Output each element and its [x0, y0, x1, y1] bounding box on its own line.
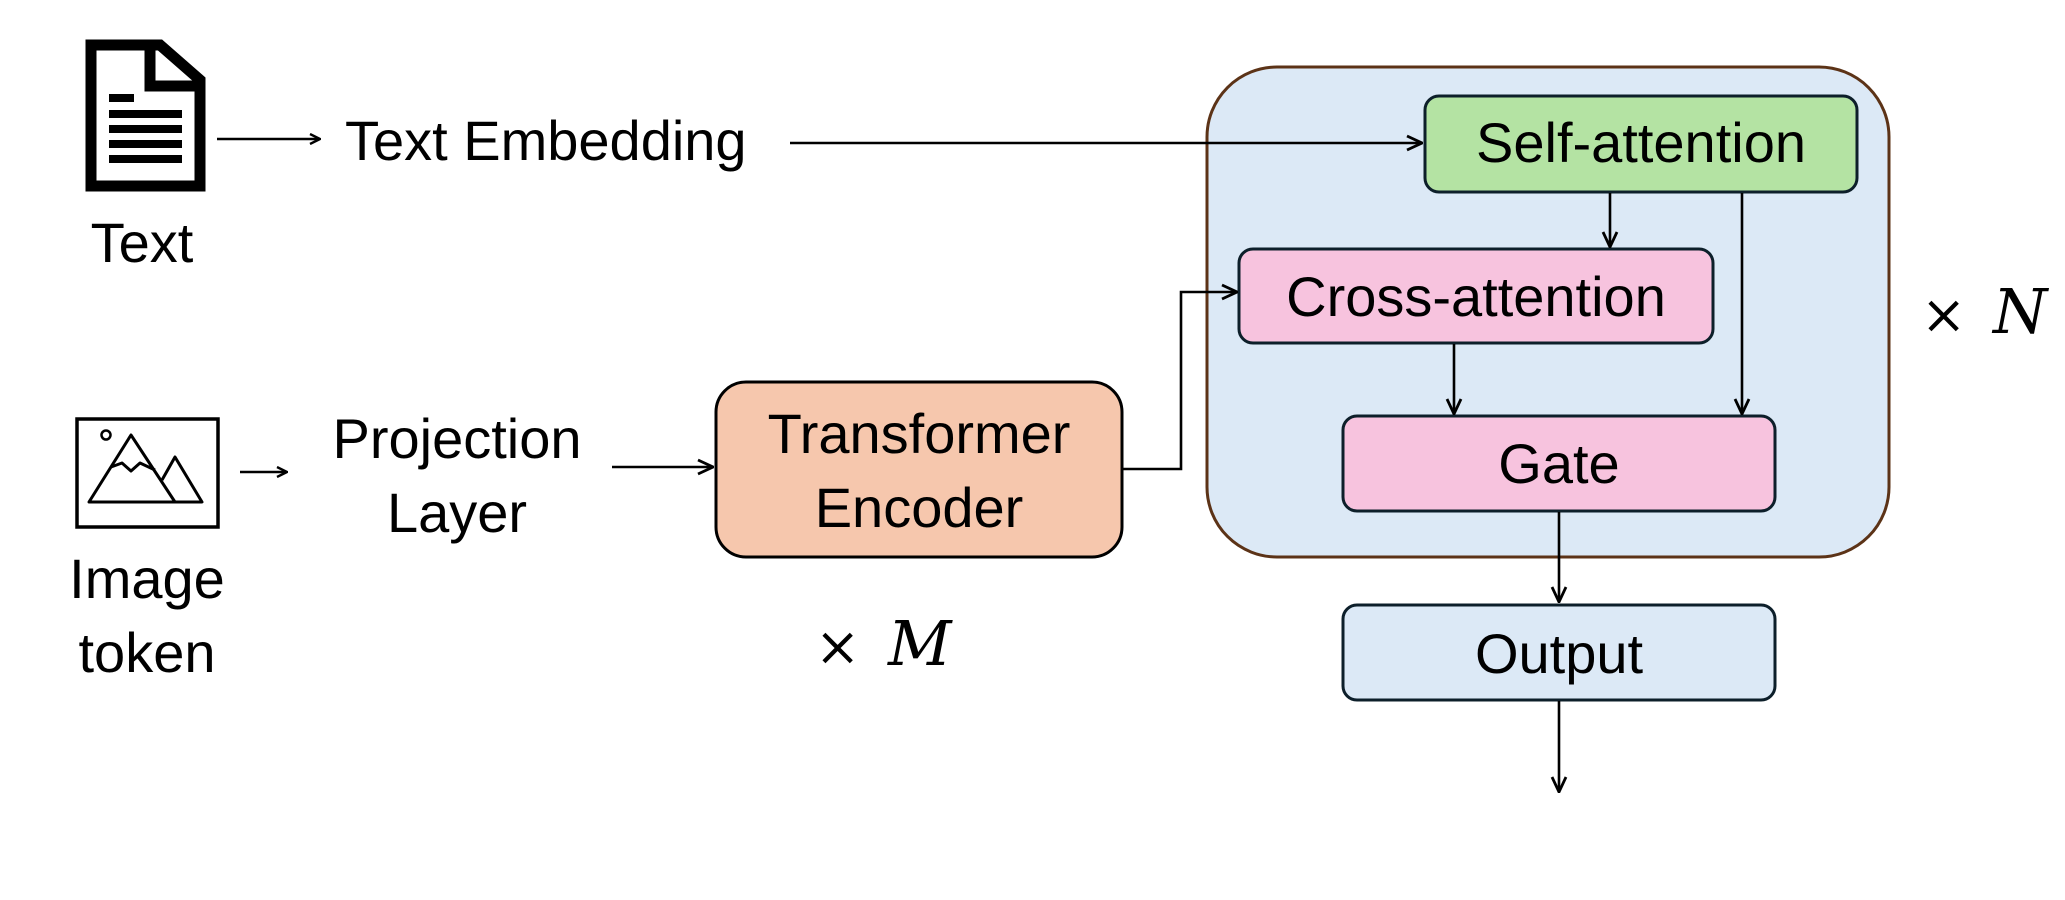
image-input-label-line1: Image: [69, 547, 225, 610]
arrow-encoder-to-cross-attention: [1122, 292, 1237, 471]
transformer-encoder-label-line2: Encoder: [815, 476, 1024, 539]
self-attention-label: Self-attention: [1476, 111, 1806, 174]
transformer-encoder-label-line1: Transformer: [768, 402, 1071, 465]
image-icon: [75, 417, 220, 529]
output-box: [1341, 603, 1777, 702]
svg-text:N: N: [1991, 275, 2050, 348]
gate-box: [1341, 414, 1777, 513]
gate-label: Gate: [1498, 432, 1619, 495]
repeat-m-label: × M: [815, 607, 953, 680]
repeat-n-label: × N: [1921, 275, 2050, 348]
cross-attention-label: Cross-attention: [1286, 265, 1666, 328]
output-label: Output: [1475, 622, 1644, 685]
document-icon: [85, 39, 206, 192]
text-input-label: Text: [91, 211, 194, 274]
cross-attention-box: [1237, 247, 1715, 345]
svg-text:M: M: [887, 607, 953, 680]
projection-layer-label-line2: Layer: [387, 481, 527, 544]
svg-text:×: ×: [1921, 283, 1966, 346]
projection-layer-label-line1: Projection: [332, 407, 581, 470]
text-embedding-label: Text Embedding: [345, 109, 747, 172]
self-attention-box: [1423, 94, 1859, 194]
image-input-label-line2: token: [79, 621, 216, 684]
svg-text:×: ×: [815, 615, 860, 678]
